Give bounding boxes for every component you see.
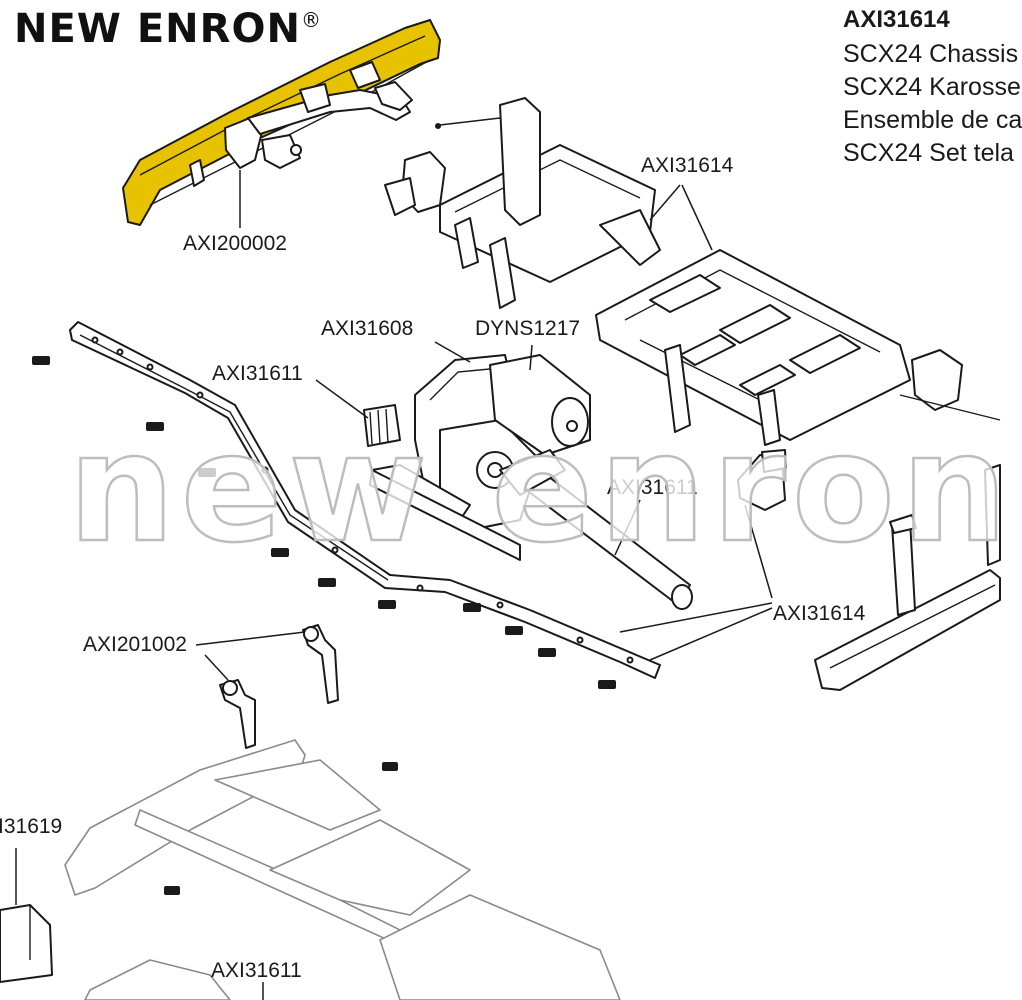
header-line-4: SCX24 Set tela (843, 139, 1014, 167)
leader-chassis-top-b (681, 184, 713, 251)
callout-pinion: AXI31611 (212, 362, 303, 385)
brand-logo: NEW ENRON® (14, 6, 322, 52)
brand-name: NEW ENRON (14, 6, 301, 52)
chassis-skid-plate (595, 249, 1001, 446)
callout-battery: I31619 (0, 815, 62, 838)
body-post-left (219, 679, 256, 749)
exploded-diagram: AXI200002 AXI31614 (0, 19, 1009, 1000)
pinion-gear (363, 404, 401, 447)
header-part-code: AXI31614 (843, 6, 950, 33)
leader-driveshaft (614, 499, 641, 556)
driveshaft (499, 449, 693, 610)
upper-chassis-tray (384, 97, 661, 309)
frame-screws (32, 356, 616, 895)
shock-mount-bracket (737, 449, 787, 511)
leader-transmission (434, 341, 471, 363)
leader-pinion (315, 379, 369, 419)
callout-transmission: AXI31608 (321, 317, 413, 340)
leader-chassis-top-a (649, 184, 681, 221)
header-line-3: Ensemble de ca (843, 106, 1022, 134)
right-side-rail (814, 464, 1001, 691)
leader-body-post-right (195, 631, 306, 646)
header-line-1: SCX24 Chassis (843, 40, 1019, 68)
leader-motor (529, 344, 533, 371)
callout-body-posts: AXI201002 (83, 633, 187, 656)
callout-bumper-mount: AXI200002 (183, 232, 287, 255)
assembled-chassis-ghost (64, 739, 621, 1000)
body-post-right (302, 624, 339, 704)
header-line-2: SCX24 Karosse (843, 73, 1021, 101)
frame-rail (69, 321, 661, 679)
leader-frame-rails-a (619, 602, 773, 633)
callout-frame-rails: AXI31614 (773, 602, 866, 625)
callout-bottom: AXI31611 (211, 959, 302, 982)
leader-frame-rails-c (744, 504, 773, 599)
battery-pack (0, 904, 53, 983)
watermark-text: new enron (68, 402, 1014, 576)
callout-chassis-top: AXI31614 (641, 154, 734, 177)
registered-mark: ® (300, 8, 322, 32)
motor-can (489, 354, 591, 456)
callout-driveshaft: AXI31611 (607, 476, 698, 499)
bumper-mount (224, 81, 413, 169)
leader-body-post-left (204, 654, 229, 681)
leader-frame-rails-b (649, 607, 773, 661)
callout-motor: DYNS1217 (475, 317, 580, 340)
